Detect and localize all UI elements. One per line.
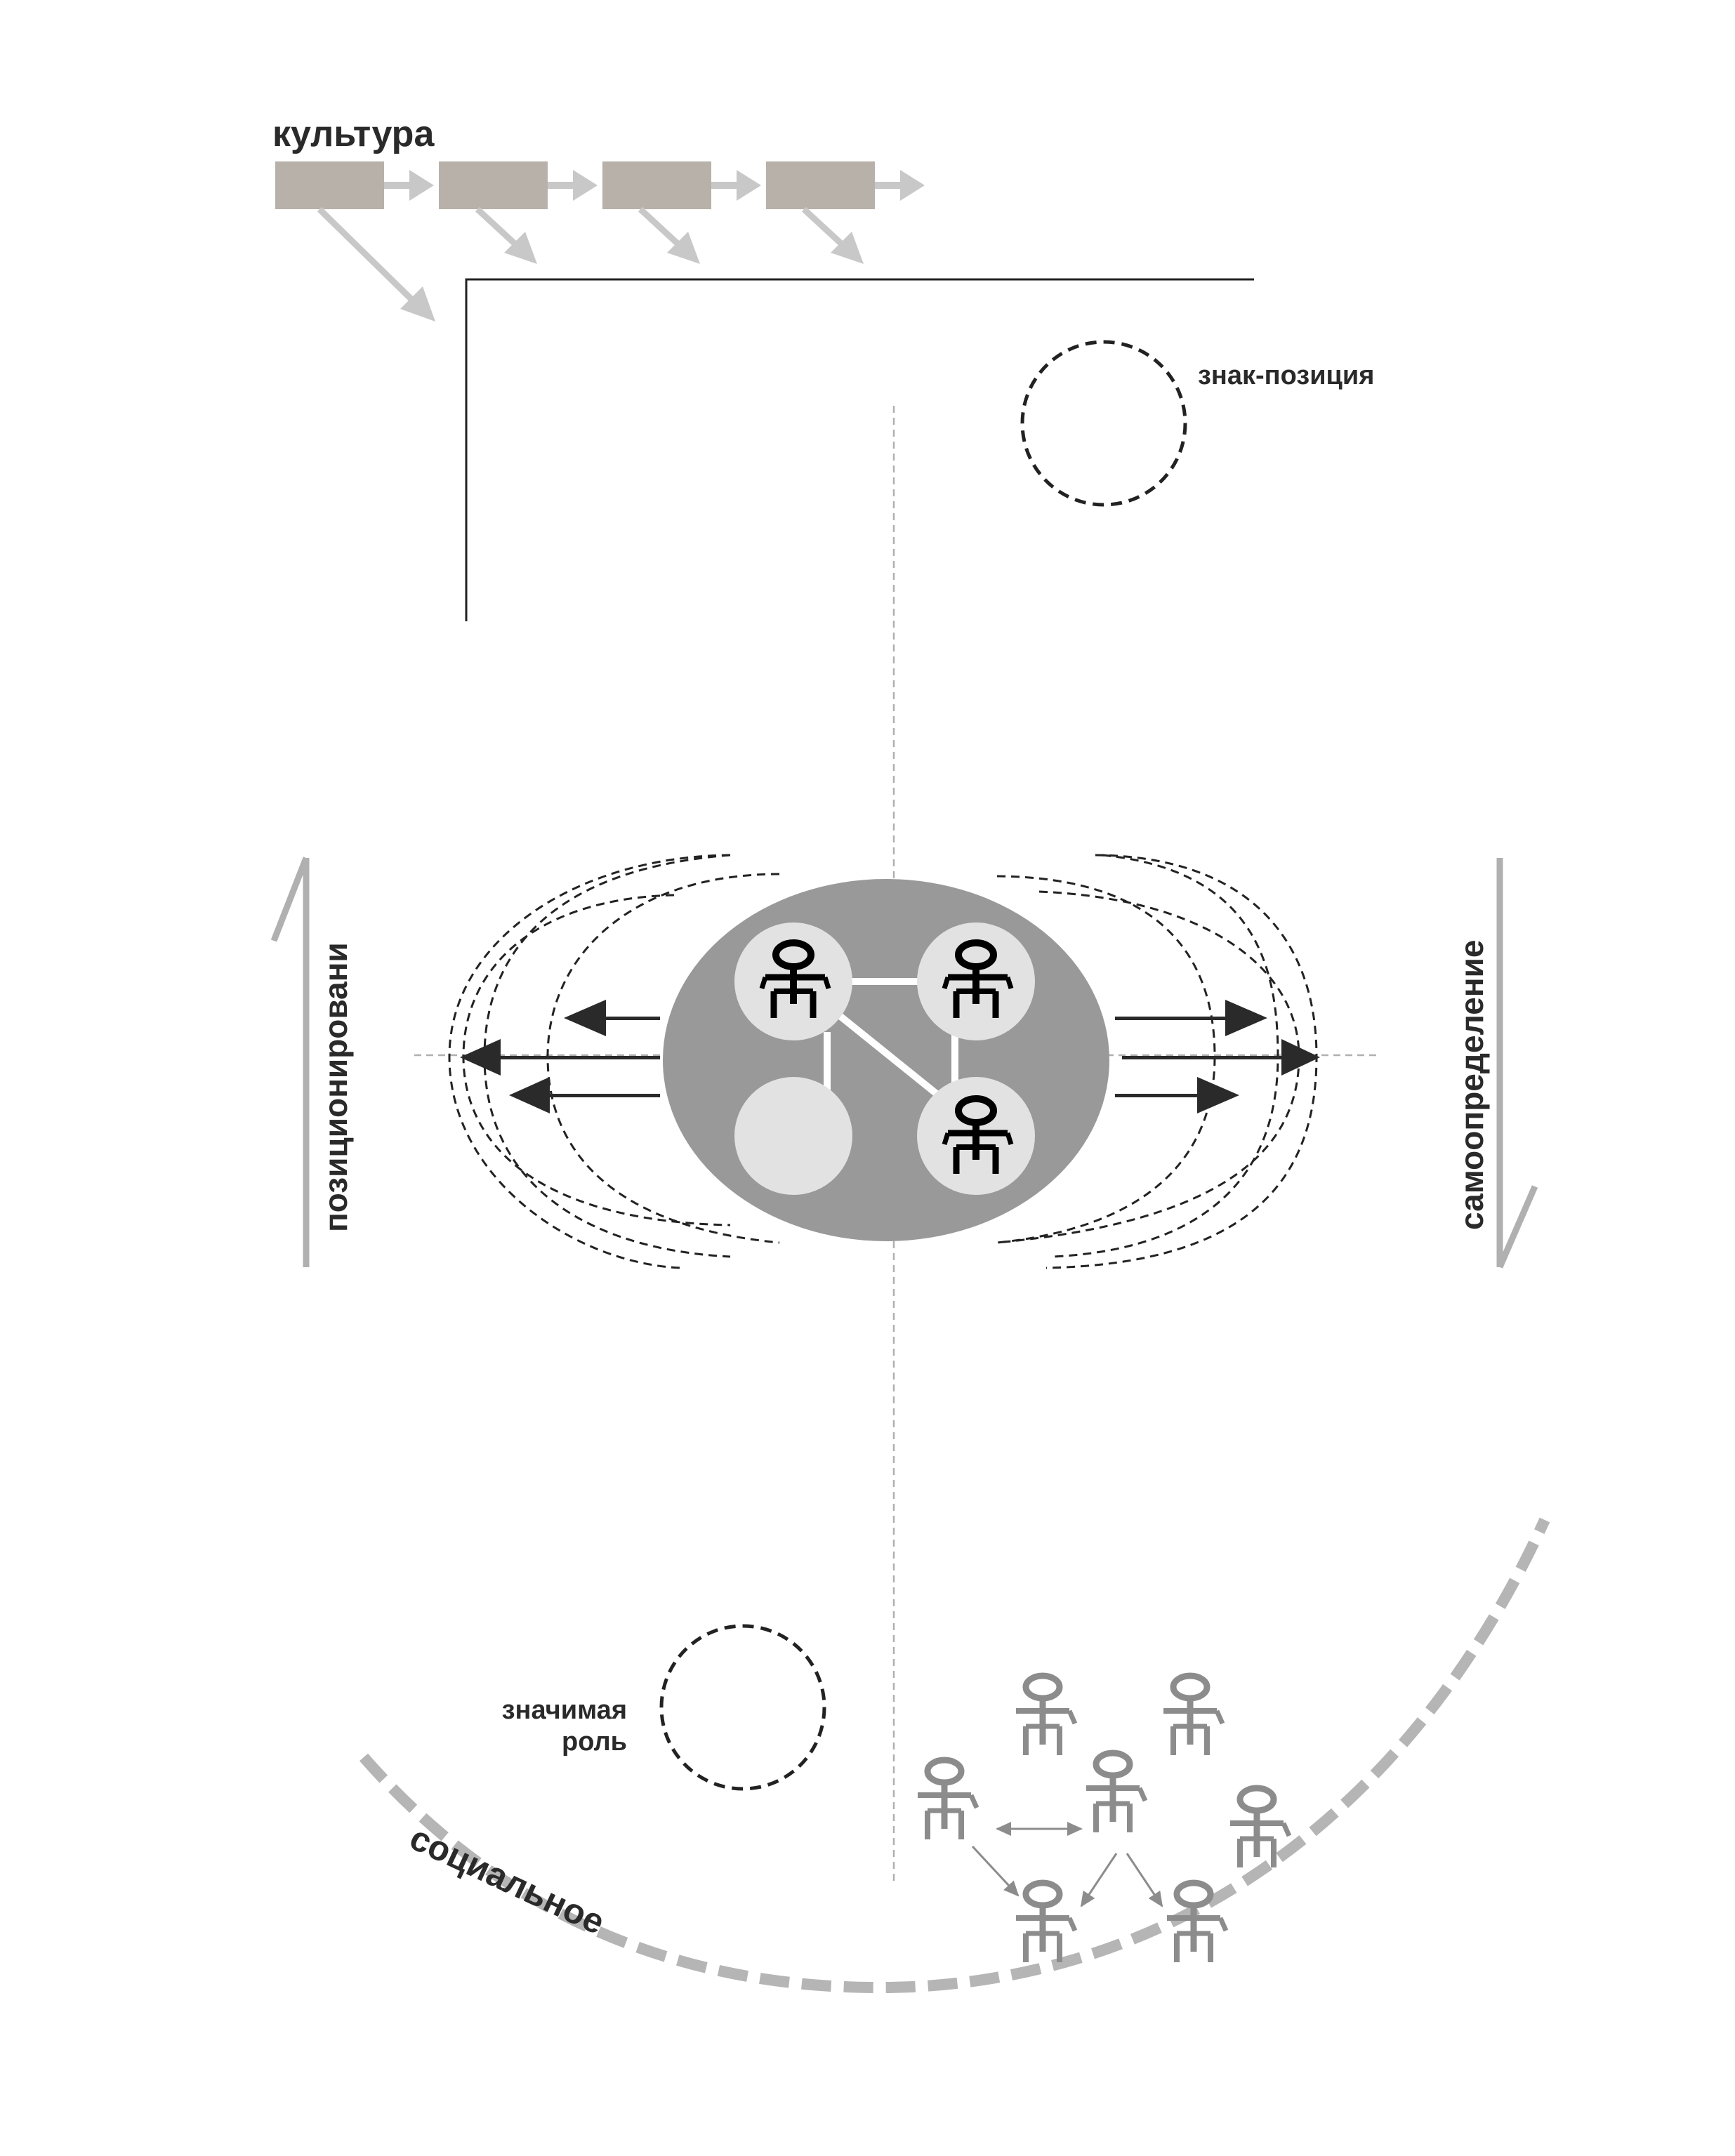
social-arc: [359, 1517, 1550, 1994]
culture-boundary: [465, 278, 1254, 621]
right-arrows: [1115, 1000, 1320, 1113]
self-determination-label: самоопределение: [1453, 940, 1490, 1230]
culture-box-4: [766, 161, 875, 209]
culture-box-1: [275, 161, 384, 209]
social-interaction-arrows: [971, 1822, 1163, 1907]
group-ellipse: [663, 879, 1109, 1241]
sign-position-label: знак-позиция: [1198, 361, 1374, 390]
member-circle-bottom-left: [734, 1077, 852, 1195]
self-determination-marker: [1496, 858, 1538, 1269]
positioning-label: позиционировани: [317, 942, 354, 1232]
culture-box-2: [439, 161, 548, 209]
left-arrows: [460, 1000, 660, 1113]
significant-role-label-1: значимая: [502, 1695, 627, 1725]
culture-label: культура: [272, 114, 435, 154]
person-icon: [1163, 1676, 1222, 1755]
person-icon: [918, 1760, 977, 1839]
significant-role-label-2: роль: [562, 1727, 627, 1757]
social-label: социальное: [404, 1818, 610, 1942]
person-icon: [1016, 1883, 1075, 1962]
person-icon: [1016, 1676, 1075, 1755]
positioning-marker: [270, 857, 310, 1267]
person-icon: [1086, 1753, 1145, 1832]
culture-chain: [275, 161, 925, 322]
sign-position-circle: [1020, 340, 1187, 507]
significant-role-circle: [659, 1624, 826, 1791]
culture-box-3: [602, 161, 711, 209]
